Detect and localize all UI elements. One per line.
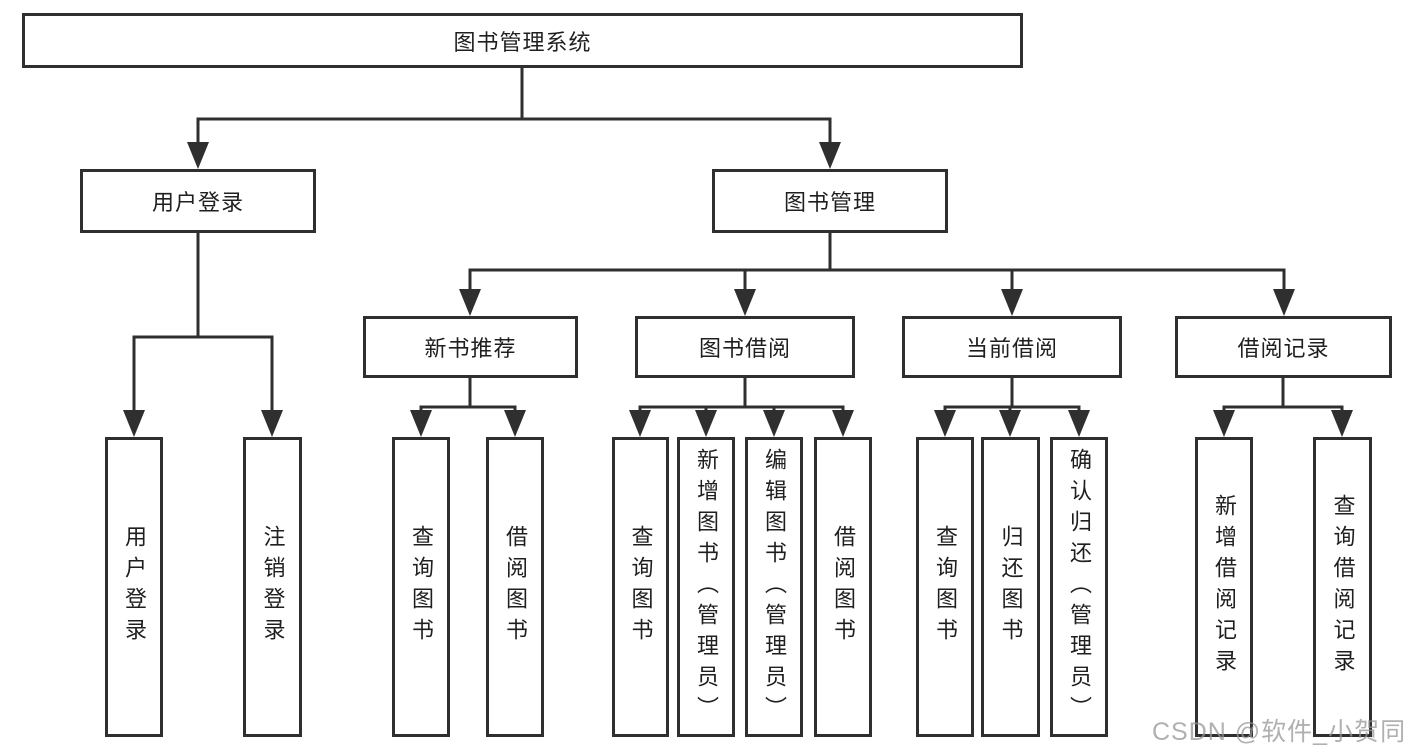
node-edit-books-admin: 编辑图书（管理员） [745,437,803,737]
node-current-borrow: 当前借阅 [902,316,1122,378]
node-add-borrow-record: 新增借阅记录 [1195,437,1253,737]
watermark: CSDN @软件_小贺同学 [1152,718,1405,746]
node-root-label: 图书管理系统 [453,29,592,55]
node-borrow-records: 借阅记录 [1175,316,1392,378]
node-query-books-recommend: 查询图书 [392,437,450,737]
node-book-borrow-label: 图书借阅 [698,336,791,361]
node-new-book-recommend: 新书推荐 [363,316,578,378]
node-user-login: 用户登录 [80,169,316,233]
node-new-book-recommend-label: 新书推荐 [424,336,517,361]
node-confirm-return-admin: 确认归还（管理员） [1050,437,1108,737]
node-query-books-borrow: 查询图书 [612,437,669,737]
node-user-login-label: 用户登录 [151,190,244,215]
node-query-books-current: 查询图书 [916,437,974,737]
node-book-management: 图书管理 [712,169,948,233]
node-return-books: 归还图书 [981,437,1040,737]
arrowheads [123,142,1353,437]
node-add-books-admin: 新增图书（管理员） [677,437,735,737]
node-book-borrow: 图书借阅 [635,316,855,378]
node-book-management-label: 图书管理 [783,190,876,215]
node-borrow-books-recommend: 借阅图书 [486,437,544,737]
node-current-borrow-label: 当前借阅 [965,336,1058,361]
node-query-borrow-record: 查询借阅记录 [1313,437,1372,737]
node-borrow-books-action: 借阅图书 [814,437,872,737]
node-logout-action: 注销登录 [243,437,302,737]
node-user-login-action: 用户登录 [105,437,163,737]
node-borrow-records-label: 借阅记录 [1237,336,1330,361]
node-root: 图书管理系统 [22,13,1023,68]
